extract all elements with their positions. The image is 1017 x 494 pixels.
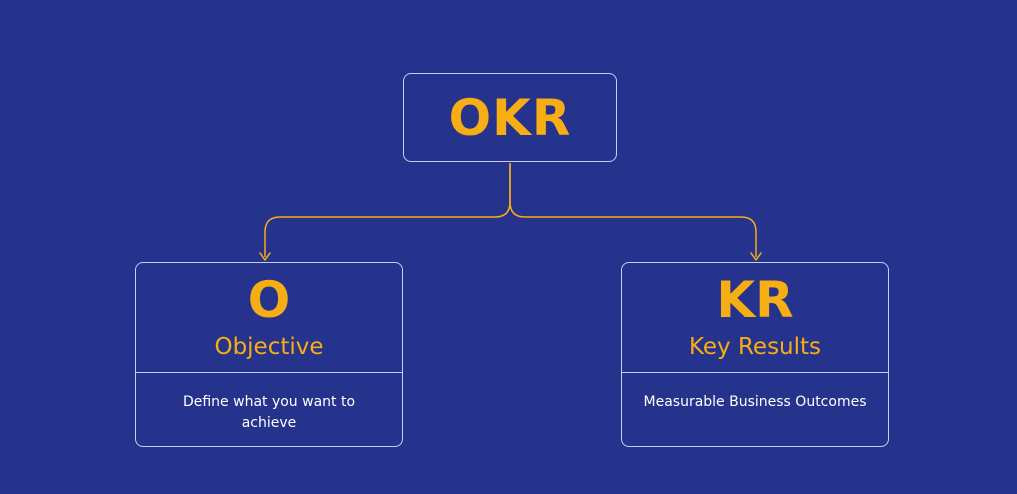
objective-node: O Objective Define what you want to achi… [135,262,403,447]
key-results-node-header: KR Key Results [622,263,888,372]
key-results-name: Key Results [688,334,822,360]
arrowhead-objective-icon [259,252,271,261]
objective-node-header: O Objective [136,263,402,372]
okr-root-node: OKR [403,73,617,162]
objective-name: Objective [214,334,324,360]
objective-divider [136,372,402,373]
key-results-description: Measurable Business Outcomes [643,394,867,410]
objective-letter: O [247,271,291,329]
objective-description: Define what you want to achieve [182,394,356,431]
okr-root-title: OKR [448,88,572,147]
connector-root-to-objective [264,163,511,257]
key-results-node: KR Key Results Measurable Business Outco… [621,262,889,447]
arrowhead-key-results-icon [750,252,762,261]
key-results-letter: KR [716,271,794,329]
connector-root-to-key-results [509,163,757,257]
key-results-divider [622,372,888,373]
